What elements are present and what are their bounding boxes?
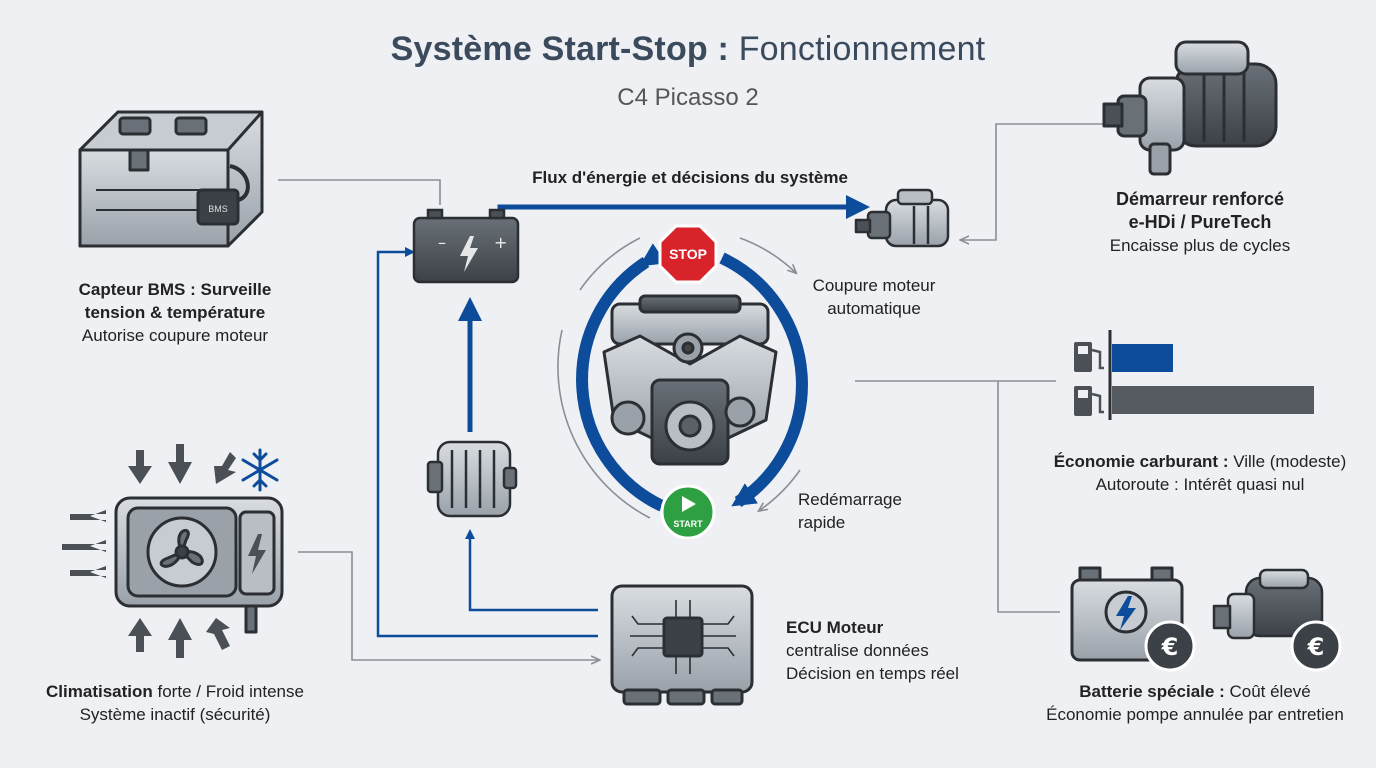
ecu-label: ECU Moteur centralise données Décision e… bbox=[786, 616, 996, 685]
fuel-title-bold: Économie carburant : bbox=[1053, 452, 1229, 471]
flow-label: Flux d'énergie et décisions du système bbox=[532, 168, 848, 187]
starter-label: Démarreur renforcé e-HDi / PureTech Enca… bbox=[1080, 188, 1320, 257]
battery-to-starter-flow bbox=[497, 195, 870, 219]
ecu-to-battery-flow bbox=[376, 247, 598, 638]
restart-label: Redémarrage rapide bbox=[798, 488, 928, 534]
climatisation-icon bbox=[114, 496, 284, 634]
fuel-bar-autoroute bbox=[1112, 386, 1314, 414]
fuel-pump-icon-2 bbox=[1074, 386, 1104, 416]
ecu-icon bbox=[610, 584, 754, 706]
starter-line3: Encaisse plus de cycles bbox=[1109, 236, 1291, 255]
euro-cost-icon-1: € bbox=[1144, 620, 1196, 672]
title-main: Système Start-Stop : bbox=[390, 30, 730, 68]
small-starter-icon bbox=[854, 188, 950, 248]
special-starter-icon bbox=[1212, 568, 1324, 640]
bms-to-battery-connector bbox=[278, 179, 441, 205]
start-button-label: START bbox=[673, 519, 703, 529]
cycle-gray-arc-right bbox=[739, 237, 795, 272]
restart-line2: rapide bbox=[798, 513, 846, 532]
bms-label: Capteur BMS : Surveille tension & tempér… bbox=[40, 278, 310, 347]
ecu-to-alternator-flow bbox=[465, 529, 598, 612]
restart-line1: Redémarrage bbox=[798, 490, 902, 509]
cycle-blue-arc-right bbox=[719, 252, 808, 508]
bms-battery-icon: BMS bbox=[78, 110, 264, 248]
clim-label: Climatisation forte / Froid intense Syst… bbox=[10, 680, 340, 726]
fuel-line2: Autoroute : Intérêt quasi nul bbox=[1095, 475, 1305, 494]
fuel-bar-ville bbox=[1112, 344, 1173, 372]
svg-text:–: – bbox=[438, 233, 446, 252]
svg-text:+: + bbox=[494, 233, 507, 252]
cycle-blue-arc-left bbox=[576, 243, 666, 512]
starter-line2: e-HDi / PureTech bbox=[1128, 212, 1272, 232]
page-title: Système Start-Stop : Fonctionnement bbox=[0, 30, 1376, 69]
ecu-title: ECU Moteur bbox=[786, 618, 884, 637]
fuel-to-special-battery-connector bbox=[997, 381, 1060, 613]
clim-line2: Système inactif (sécurité) bbox=[79, 705, 271, 724]
cycle-gray-arc-left bbox=[557, 329, 651, 519]
battery-icon: – + bbox=[412, 208, 520, 284]
euro-symbol-2: € bbox=[1307, 633, 1325, 661]
starter-line1: Démarreur renforcé bbox=[1115, 189, 1285, 209]
euro-symbol-1: € bbox=[1161, 633, 1179, 661]
start-button-icon: START bbox=[660, 484, 716, 540]
engine-icon bbox=[602, 294, 778, 466]
snowflake-icon bbox=[241, 448, 279, 492]
page-subtitle: C4 Picasso 2 bbox=[617, 84, 759, 111]
bms-chip-label: BMS bbox=[208, 204, 228, 214]
bms-line1: Capteur BMS : Surveille bbox=[78, 280, 272, 299]
special-battery-title-rest: Coût élevé bbox=[1224, 682, 1311, 701]
ecu-line2: centralise données bbox=[786, 641, 929, 660]
alternator-icon bbox=[426, 440, 518, 518]
clim-title-bold: Climatisation bbox=[46, 682, 153, 701]
starter-to-small-starter-connector bbox=[962, 123, 1110, 240]
engine-cut-label: Coupure moteur automatique bbox=[786, 274, 962, 320]
engine-cut-line2: automatique bbox=[827, 299, 921, 318]
fuel-economy-chart bbox=[1074, 330, 1314, 420]
stop-sign-label: STOP bbox=[669, 246, 707, 262]
bms-line2: tension & température bbox=[84, 303, 266, 322]
clim-title-rest: forte / Froid intense bbox=[152, 682, 304, 701]
blue-thin-flows bbox=[376, 247, 598, 638]
engine-cut-line1: Coupure moteur bbox=[812, 276, 936, 295]
engine-cycle: STOP START bbox=[576, 224, 808, 540]
fuel-pump-icon-1 bbox=[1074, 342, 1104, 372]
special-battery-label: Batterie spéciale : Coût élevé Économie … bbox=[1020, 680, 1370, 726]
special-battery-title-bold: Batterie spéciale : bbox=[1079, 682, 1225, 701]
special-battery-line2: Économie pompe annulée par entretien bbox=[1046, 705, 1344, 724]
fuel-label: Économie carburant : Ville (modeste) Aut… bbox=[1030, 450, 1370, 496]
connector-lines bbox=[278, 123, 1110, 660]
stop-sign-icon: STOP bbox=[658, 224, 718, 284]
ecu-line3: Décision en temps réel bbox=[786, 664, 959, 683]
euro-cost-icon-2: € bbox=[1290, 620, 1342, 672]
bms-line3: Autorise coupure moteur bbox=[81, 326, 269, 345]
title-rest: Fonctionnement bbox=[729, 30, 986, 68]
cycle-gray-arc-top bbox=[579, 237, 641, 291]
cycle-gray-arc-bottomright bbox=[760, 469, 801, 510]
clim-to-ecu-connector bbox=[298, 551, 598, 660]
reinforced-starter-icon bbox=[1102, 40, 1278, 176]
fuel-title-rest: Ville (modeste) bbox=[1228, 452, 1347, 471]
airflow-arrows-icon bbox=[62, 444, 236, 658]
